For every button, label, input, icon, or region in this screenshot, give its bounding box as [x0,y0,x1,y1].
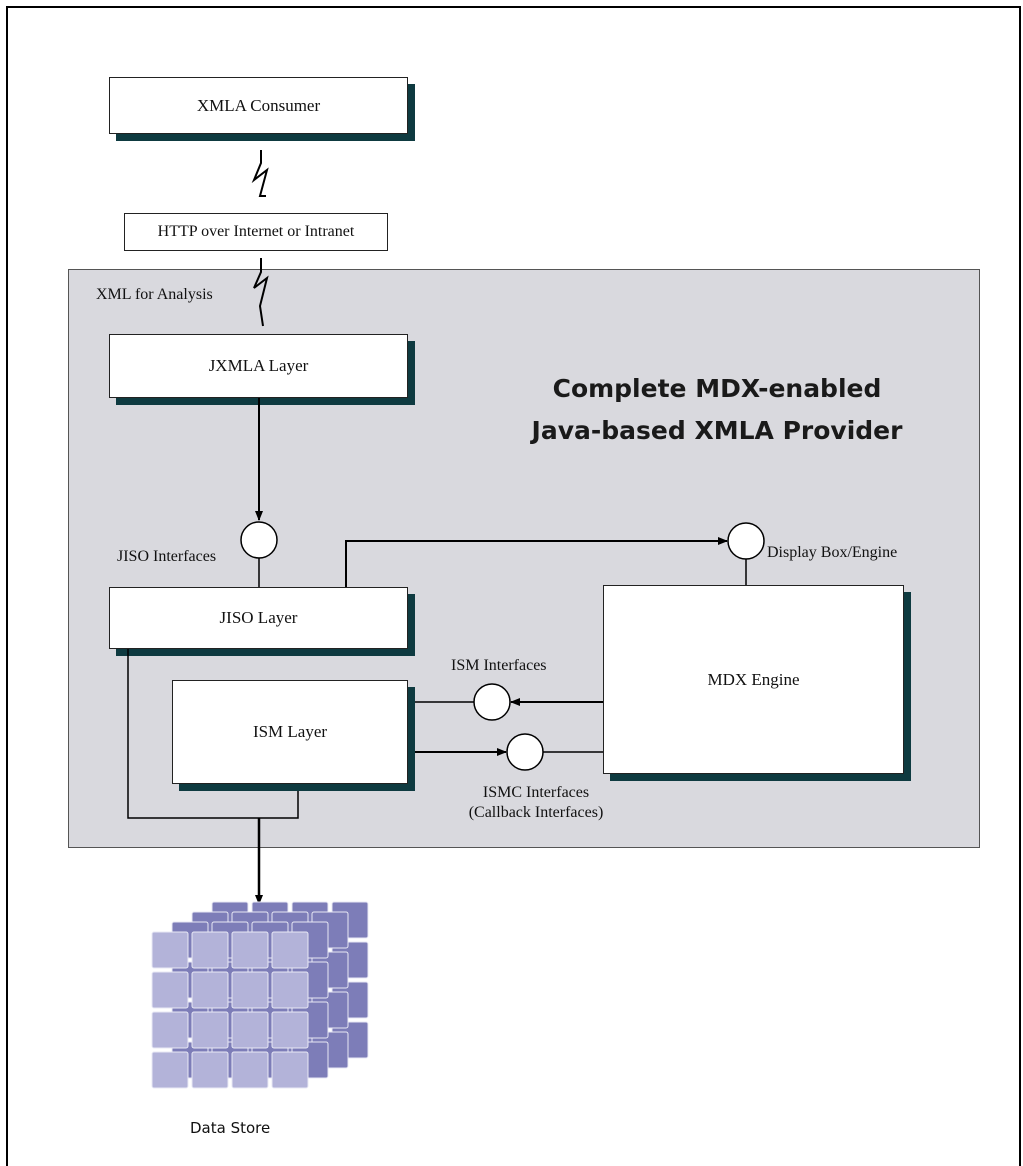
cube-cell [151,1051,189,1089]
provider-title-line-2: Java-based XMLA Provider [531,416,903,445]
ism-interfaces-circle [473,683,511,721]
ism-layer-box: ISM Layer [172,680,408,784]
display-engine-circle [727,522,765,560]
http-label: HTTP over Internet or Intranet [157,223,355,240]
xml-for-analysis-label: XML for Analysis [96,286,213,303]
display-box-label: Display Box/Engine [767,544,898,561]
cube-cell [271,1011,309,1049]
jiso-to-display-arrow [345,537,728,587]
jiso-interfaces-label: JISO Interfaces [117,548,217,565]
jiso-to-datastore-line [127,649,299,819]
ismc-interfaces-line-1: ISMC Interfaces [482,784,590,801]
ism-interfaces-label: ISM Interfaces [451,657,547,674]
cube-cell [231,1011,269,1049]
ismc-interfaces-line-2: (Callback Interfaces) [468,804,604,821]
cube-cell [271,931,309,969]
ism-layer-label: ISM Layer [252,722,328,741]
jxmla-layer-label: JXMLA Layer [208,356,309,375]
cube-cell [231,931,269,969]
mdx-engine-box: MDX Engine [603,585,904,774]
figure-frame [6,6,1021,1166]
jiso-layer-box: JISO Layer [109,587,408,649]
cube-cell [151,931,189,969]
jxmla-layer-box: JXMLA Layer [109,334,408,398]
lightning-bolt-icon-2 [253,258,269,327]
cube-cell [191,1051,229,1089]
cube-cell [271,971,309,1009]
provider-title: Complete MDX-enabled Java-based XMLA Pro… [497,368,937,452]
cube-cell [231,1051,269,1089]
xmla-consumer-label: XMLA Consumer [196,95,321,115]
ismc-interfaces-circle [506,733,544,771]
lightning-bolt-icon [251,150,269,197]
cube-cell [271,1051,309,1089]
jiso-interfaces-circle [240,521,278,559]
jiso-layer-label: JISO Layer [219,608,298,627]
cube-cell [191,931,229,969]
data-store-label: Data Store [190,1119,271,1137]
cube-cell [231,971,269,1009]
http-box: HTTP over Internet or Intranet [124,213,388,251]
mdx-engine-label: MDX Engine [707,669,800,689]
cube-cell [151,1011,189,1049]
data-store-cube-icon [151,901,369,1089]
cube-cell [191,971,229,1009]
xmla-consumer-box: XMLA Consumer [109,77,408,134]
cube-cell [151,971,189,1009]
ismc-interfaces-label: ISMC Interfaces (Callback Interfaces) [446,783,626,823]
provider-title-line-1: Complete MDX-enabled [552,374,882,403]
cube-cell [191,1011,229,1049]
